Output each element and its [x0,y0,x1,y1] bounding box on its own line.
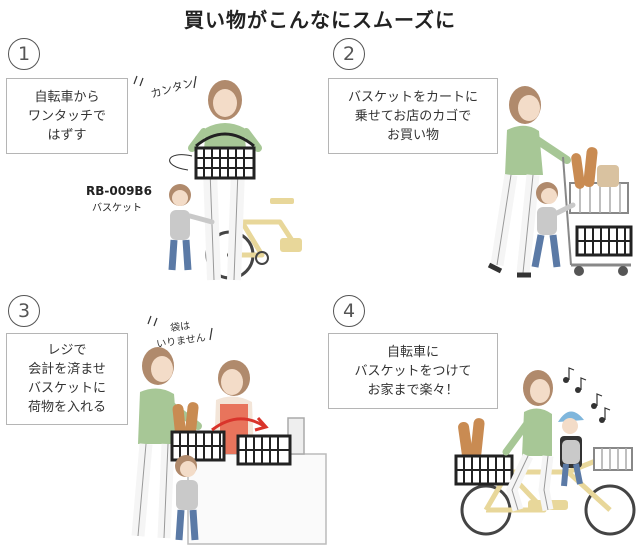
step-2-line-2: 乗せてお店のカゴで [354,108,472,124]
child-figure [531,182,576,268]
bread [571,147,619,189]
model-basket-label: バスケット [92,203,142,214]
step-4-number: 4 [333,295,365,327]
step-2-line-3: お買い物 [386,127,439,143]
step-1-illustration [133,75,302,281]
step-3-number: 3 [8,295,40,327]
child-figure [175,455,199,541]
child-figure [168,184,215,271]
woman-figure [487,86,571,278]
step-4-line-3: お家まで楽々！ [367,382,459,398]
step-3-line-2: 会計を済ませ [28,362,106,377]
bicycle [205,198,302,280]
step-4-caption: 自転車に バスケットをつけて お家まで楽々！ [328,333,498,409]
step-1-caption: 自転車から ワンタッチで はずす [6,78,128,154]
step-4-illustration [454,367,636,536]
step-4-line-2: バスケットをつけて [354,363,472,379]
music-note-icon [563,367,611,423]
step-2-illustration [487,86,633,278]
basket [194,132,256,180]
step-1-line-1: 自転車から [34,89,100,105]
step-4-line-1: 自転車に [386,344,439,360]
woman-figure [502,370,554,512]
page-title: 買い物がこんなにスムーズに [184,8,456,32]
child-figure [558,411,584,487]
step-2-line-1: バスケットをカートに [347,89,478,105]
step-2-caption: バスケットをカートに 乗せてお店のカゴで お買い物 [328,78,498,154]
step-3-line-1: レジで [47,343,87,358]
step-3-line-4: 荷物を入れる [27,400,106,415]
step-3-caption: レジで 会計を済ませ バスケットに 荷物を入れる [6,333,128,425]
woman-figure [131,347,202,539]
step-3-line-3: バスケットに [27,381,106,396]
model-code-label: RB-009B6 [86,184,152,198]
step-2-number: 2 [333,38,365,70]
step-1-line-3: はずす [47,127,87,143]
step-1-number: 1 [8,38,40,70]
step-1-line-2: ワンタッチで [27,108,106,124]
woman-figure [188,80,262,281]
step-3-illustration [131,315,327,545]
